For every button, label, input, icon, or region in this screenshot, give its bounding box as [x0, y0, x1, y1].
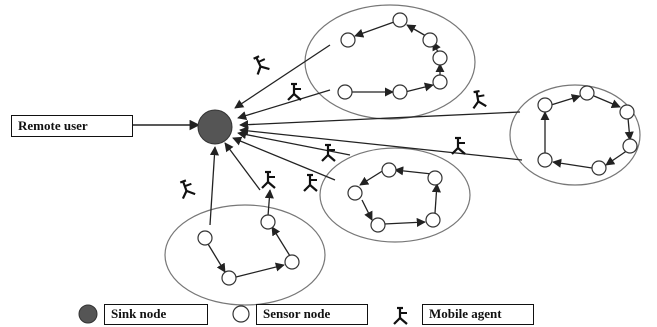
legend-sink-label: Sink node	[104, 304, 208, 325]
cluster-bottom-left	[164, 204, 326, 306]
agent-links	[209, 44, 523, 226]
legend-sensor-label: Sensor node	[256, 304, 368, 325]
cluster-right	[509, 84, 641, 186]
sink-node	[197, 109, 233, 145]
remote-user-label: Remote user	[11, 115, 133, 137]
legend-sensor-symbol	[232, 305, 250, 323]
legend-sink-symbol	[78, 304, 98, 324]
sensor-nodes	[197, 12, 638, 286]
cluster-top	[304, 4, 476, 120]
legend-agent-symbol	[392, 306, 409, 326]
cluster-middle	[319, 147, 471, 243]
legend-agent-label: Mobile agent	[422, 304, 534, 325]
